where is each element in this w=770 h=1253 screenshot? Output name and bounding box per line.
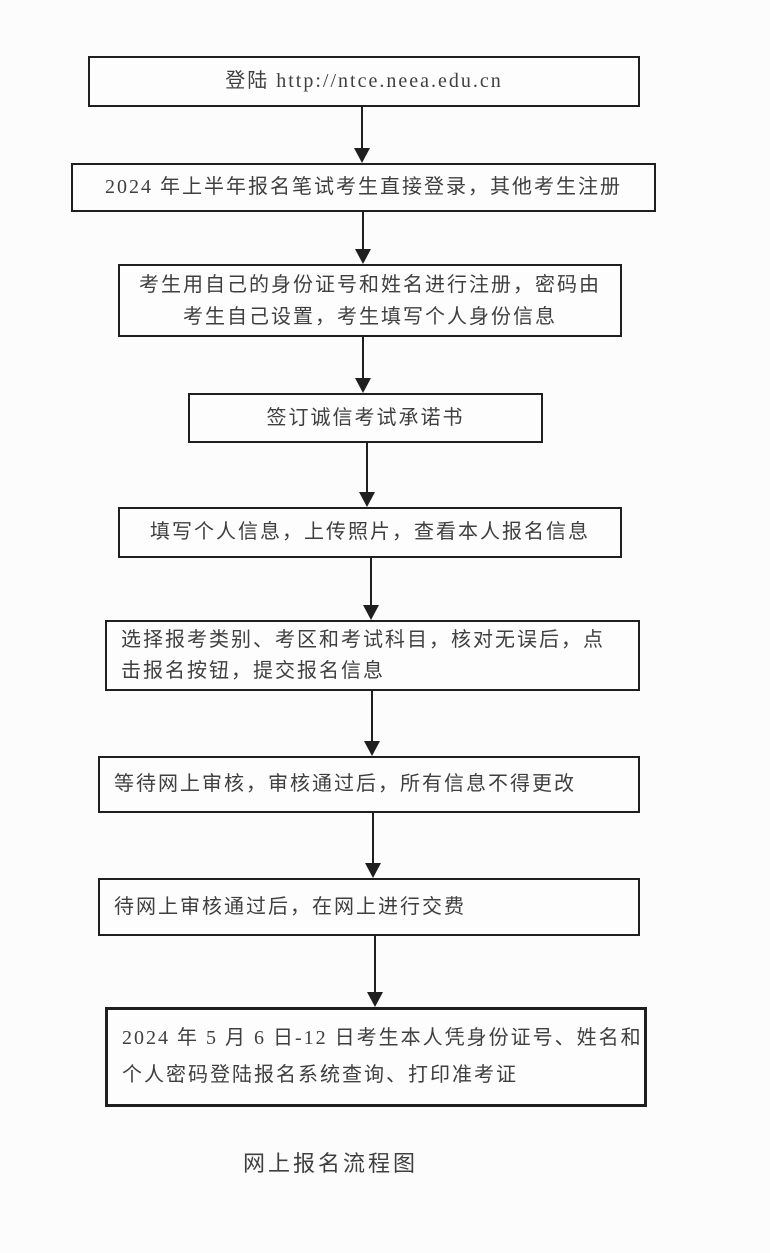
flow-step-login-or-register: 2024 年上半年报名笔试考生直接登录，其他考生注册: [71, 163, 656, 212]
arrow-head-down-icon: [365, 863, 381, 878]
flow-arrow: [367, 936, 383, 1007]
flow-step-print-admission-ticket: 2024 年 5 月 6 日-12 日考生本人凭身份证号、姓名和 个人密码登陆报…: [105, 1007, 647, 1107]
flow-step-text: 考生用自己的身份证号和姓名进行注册，密码由: [139, 273, 601, 296]
arrow-head-down-icon: [355, 378, 371, 393]
arrow-shaft: [369, 558, 373, 605]
flow-arrow: [355, 336, 371, 393]
diagram-caption: 网上报名流程图: [243, 1151, 419, 1176]
flow-step-sign-commitment: 签订诚信考试承诺书: [188, 393, 543, 443]
arrow-shaft: [361, 211, 365, 249]
arrow-shaft: [373, 936, 377, 992]
flow-arrow: [359, 443, 375, 507]
arrow-head-down-icon: [355, 249, 371, 264]
flow-step-text: 考生自己设置，考生填写个人身份信息: [183, 305, 557, 328]
flow-step-text: 个人密码登陆报名系统查询、打印准考证: [122, 1064, 518, 1086]
flow-step-fill-info-upload-photo: 填写个人信息，上传照片，查看本人报名信息: [118, 507, 622, 558]
arrow-head-down-icon: [359, 492, 375, 507]
flow-step-text: 登陆 http://ntce.neea.edu.cn: [225, 70, 503, 92]
arrow-head-down-icon: [354, 148, 370, 163]
flow-arrow: [365, 813, 381, 878]
flow-step-text: 击报名按钮，提交报名信息: [121, 659, 385, 682]
flow-step-text: 等待网上审核，审核通过后，所有信息不得更改: [114, 773, 576, 795]
flow-step-register-identity: 考生用自己的身份证号和姓名进行注册，密码由 考生自己设置，考生填写个人身份信息: [118, 264, 622, 337]
arrow-shaft: [371, 813, 375, 863]
arrow-shaft: [360, 107, 364, 148]
flow-step-select-category-submit: 选择报考类别、考区和考试科目，核对无误后，点 击报名按钮，提交报名信息: [105, 620, 640, 691]
arrow-shaft: [370, 691, 374, 741]
flow-arrow: [364, 691, 380, 756]
arrow-head-down-icon: [364, 741, 380, 756]
flow-step-text: 2024 年 5 月 6 日-12 日考生本人凭身份证号、姓名和: [122, 1027, 643, 1049]
flow-step-login-url: 登陆 http://ntce.neea.edu.cn: [88, 56, 640, 107]
flow-arrow: [363, 558, 379, 620]
flow-step-text: 待网上审核通过后，在网上进行交费: [114, 895, 466, 918]
flow-arrow: [354, 107, 370, 163]
flow-step-text: 填写个人信息，上传照片，查看本人报名信息: [150, 521, 590, 543]
flow-step-wait-review: 等待网上审核，审核通过后，所有信息不得更改: [98, 756, 640, 813]
flow-arrow: [355, 211, 371, 264]
arrow-head-down-icon: [363, 605, 379, 620]
arrow-head-down-icon: [367, 992, 383, 1007]
arrow-shaft: [365, 443, 369, 492]
flow-step-pay-online: 待网上审核通过后，在网上进行交费: [98, 878, 640, 936]
flow-step-text: 2024 年上半年报名笔试考生直接登录，其他考生注册: [105, 176, 622, 198]
flow-step-text: 签订诚信考试承诺书: [266, 406, 465, 429]
arrow-shaft: [361, 336, 365, 378]
flow-step-text: 选择报考类别、考区和考试科目，核对无误后，点: [121, 628, 605, 651]
